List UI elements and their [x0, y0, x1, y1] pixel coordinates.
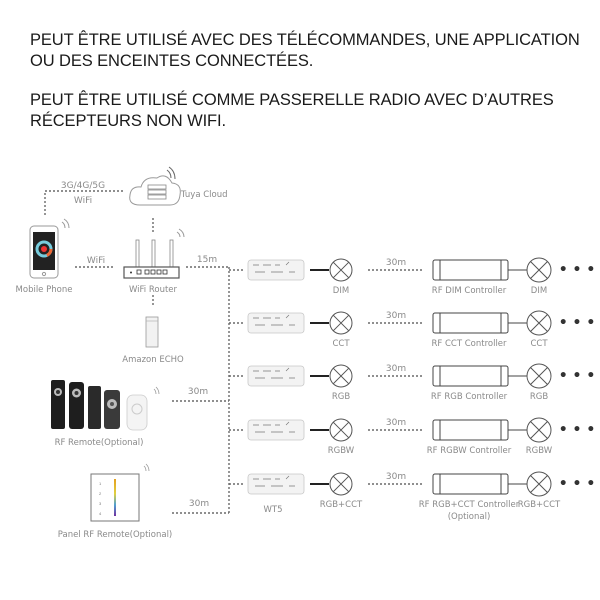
- rf-distance-label: 30m: [386, 364, 406, 374]
- smartphone-icon: [29, 218, 70, 279]
- echo-label: Amazon ECHO: [122, 355, 184, 365]
- wt5-module-print: [253, 261, 295, 273]
- rf-distance-label: 30m: [386, 418, 406, 428]
- panel-remote-icon: 1 2 3 4: [90, 463, 150, 522]
- rf-distance-label: 30m: [386, 311, 406, 321]
- rf-controller-icon: [432, 419, 509, 441]
- controller-label: RF DIM Controller: [432, 286, 507, 296]
- panel-remote-label: Panel RF Remote(Optional): [58, 530, 173, 540]
- controller-label: RF RGBW Controller: [427, 446, 512, 456]
- router-label: WiFi Router: [129, 285, 178, 295]
- link-label-30m-remote: 30m: [188, 387, 208, 397]
- cloud-label: Tuya Cloud: [180, 190, 228, 200]
- link-label-wifi-router: WiFi: [87, 256, 105, 266]
- link-label-wifi-cloud: WiFi: [74, 196, 92, 206]
- heading-line-3: PEUT ÊTRE UTILISÉ COMME PASSERELLE RADIO…: [30, 91, 554, 109]
- rf-distance-label: 30m: [386, 258, 406, 268]
- lamp-cross: [332, 314, 350, 332]
- more-ellipsis-icon: • • •: [559, 262, 596, 278]
- heading-radio-gateway: PEUT ÊTRE UTILISÉ COMME PASSERELLE RADIO…: [30, 90, 554, 132]
- controller-label: RF RGB+CCT Controller: [419, 500, 520, 510]
- wt5-module-print: [253, 475, 295, 487]
- phone-label: Mobile Phone: [16, 285, 73, 295]
- wt5-module-print: [253, 314, 295, 326]
- cloud-server-icon: [129, 166, 181, 206]
- zone-4: 4: [99, 511, 102, 516]
- rf-controller-icon: [432, 312, 509, 334]
- heading-line-4: RÉCEPTEURS NON WIFI.: [30, 112, 227, 130]
- rf-controller-icon: [432, 259, 509, 281]
- lamp-type-label: RGB+CCT: [518, 500, 561, 510]
- lamp-cross: [332, 367, 350, 385]
- lamp-cross: [332, 475, 350, 493]
- more-ellipsis-icon: • • •: [559, 422, 596, 438]
- zone-3: 3: [99, 501, 102, 506]
- lamp-cross: [332, 421, 350, 439]
- wt5-module: [247, 312, 305, 334]
- more-ellipsis-icon: • • •: [559, 315, 596, 331]
- heading-line-1: PEUT ÊTRE UTILISÉ AVEC DES TÉLÉCOMMANDES…: [30, 31, 580, 49]
- zone-2: 2: [99, 491, 102, 496]
- lamp-cross: [530, 367, 548, 385]
- controller-label: RF CCT Controller: [431, 339, 507, 349]
- more-ellipsis-icon: • • •: [559, 476, 596, 492]
- lamp-type-label: CCT: [332, 339, 350, 349]
- lamp-type-label: DIM: [333, 286, 349, 296]
- lamp-cross: [530, 421, 548, 439]
- lamp-cross: [530, 314, 548, 332]
- router-icon: [123, 228, 185, 279]
- rf-distance-label: 30m: [386, 472, 406, 482]
- lamp-cross: [530, 475, 548, 493]
- link-label-30m-panel: 30m: [189, 499, 209, 509]
- wt5-module: [247, 259, 305, 281]
- lamp-type-label: RGB: [530, 392, 548, 402]
- rf-remote-icon: [51, 380, 160, 431]
- link-label-15m: 15m: [197, 255, 217, 265]
- controller-rows: DIM 30m RF DIM Controller DIM • • • CCT 30m RF …: [229, 257, 596, 522]
- zone-1: 1: [99, 481, 102, 486]
- lamp-type-label: RGBW: [526, 446, 553, 456]
- wt5-module: [247, 419, 305, 441]
- lamp-type-label: RGB+CCT: [320, 500, 363, 510]
- rf-controller-icon: [432, 365, 509, 387]
- smart-speaker-icon: [145, 316, 159, 348]
- lamp-cross: [530, 261, 548, 279]
- controller-label: RF RGB Controller: [431, 392, 508, 402]
- more-ellipsis-icon: • • •: [559, 368, 596, 384]
- link-label-cellular: 3G/4G/5G: [61, 181, 105, 191]
- wt5-module-print: [253, 421, 295, 433]
- wt5-module: [247, 365, 305, 387]
- lamp-type-label: CCT: [530, 339, 548, 349]
- wt5-module-print: [253, 367, 295, 379]
- controller-note: (Optional): [448, 512, 491, 522]
- lamp-type-label: DIM: [531, 286, 547, 296]
- gateway-label: WT5: [263, 505, 282, 515]
- link-phone-cloud: [44, 190, 125, 215]
- heading-remote-compatibility: PEUT ÊTRE UTILISÉ AVEC DES TÉLÉCOMMANDES…: [30, 30, 580, 72]
- rf-remote-label: RF Remote(Optional): [55, 438, 144, 448]
- wt5-module: [247, 473, 305, 495]
- lamp-cross: [332, 261, 350, 279]
- rf-controller-icon: [432, 473, 509, 495]
- heading-line-2: OU DES ENCEINTES CONNECTÉES.: [30, 52, 314, 70]
- lamp-type-label: RGB: [332, 392, 350, 402]
- lamp-type-label: RGBW: [328, 446, 355, 456]
